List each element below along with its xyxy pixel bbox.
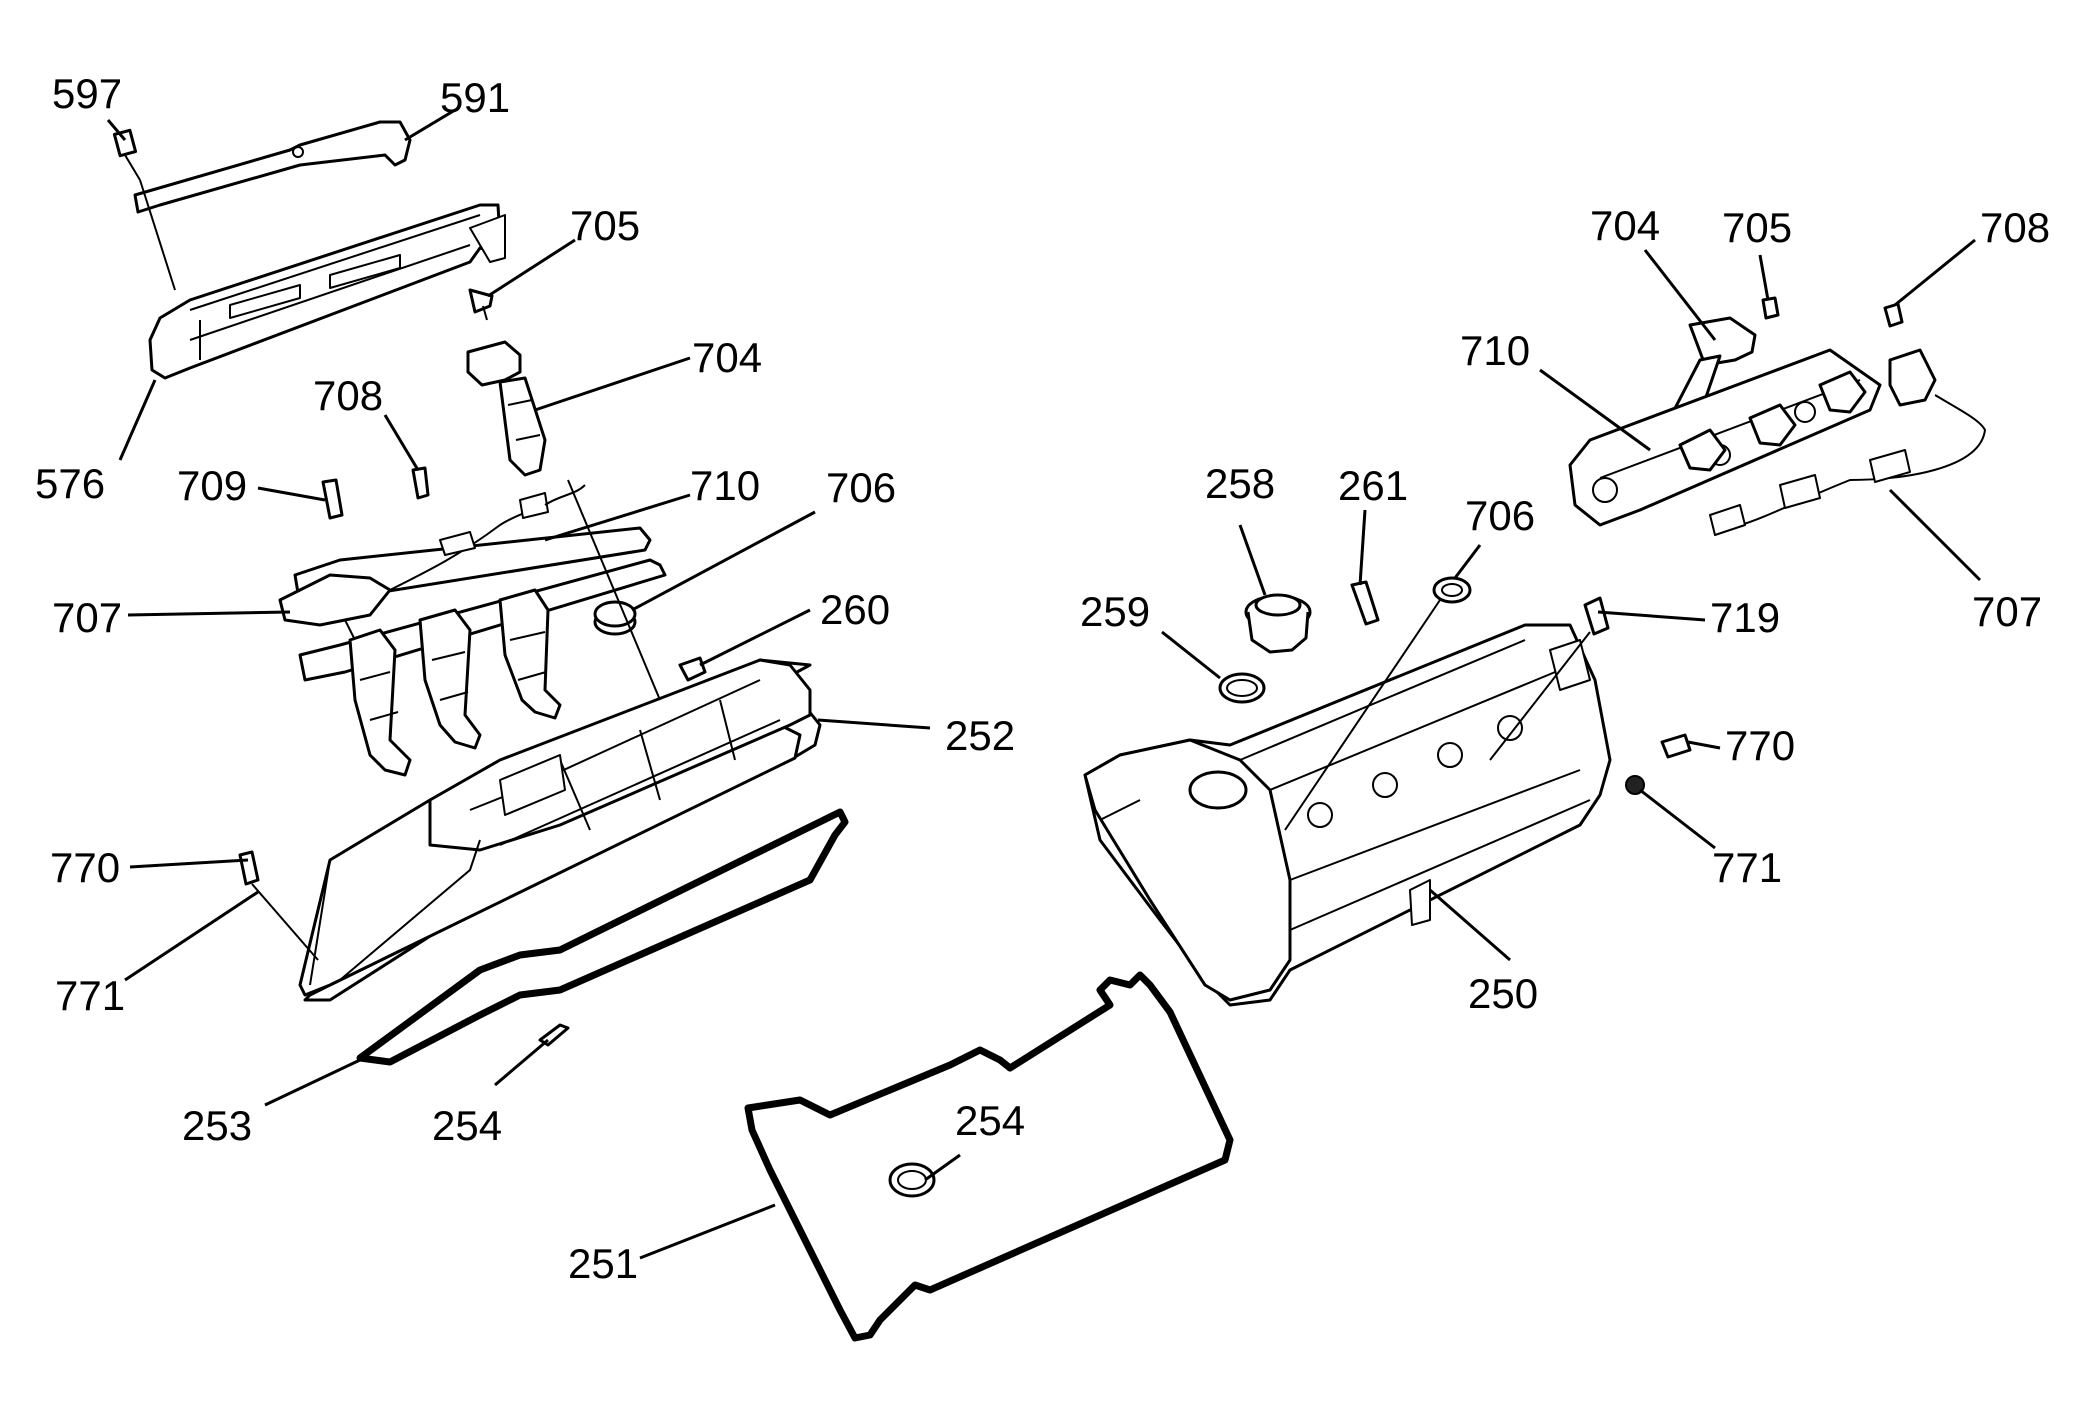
callout-707-left: 707 <box>52 594 122 641</box>
callout-705-right: 705 <box>1722 204 1792 251</box>
part-770-bolt-right <box>1660 733 1692 759</box>
callout-251: 251 <box>568 1240 638 1287</box>
part-591-bracket <box>133 120 412 214</box>
callout-710-left: 710 <box>690 462 760 509</box>
callout-705-left: 705 <box>570 202 640 249</box>
part-253-gasket-left <box>356 808 849 1066</box>
leader-lines <box>106 108 1982 1260</box>
part-252-valve-cover-left <box>298 658 822 1002</box>
callout-260: 260 <box>820 586 890 633</box>
callout-770-right: 770 <box>1725 722 1795 769</box>
part-705-bolt-right <box>1761 296 1780 320</box>
callout-259: 259 <box>1080 588 1150 635</box>
part-708-bolt-right <box>1883 302 1904 328</box>
part-597-bolt <box>112 128 141 181</box>
callout-771-left: 771 <box>55 972 125 1019</box>
callout-704-left: 704 <box>692 334 762 381</box>
callout-253: 253 <box>182 1102 252 1149</box>
part-704-coil-left <box>466 340 547 477</box>
part-576-cover <box>148 203 506 380</box>
part-706-seal-right <box>1432 576 1472 604</box>
callout-591: 591 <box>440 74 510 121</box>
callout-708-left: 708 <box>313 372 383 419</box>
part-706-seal-left <box>593 600 637 636</box>
callout-597: 597 <box>52 70 122 117</box>
part-261-pcv-valve <box>1350 580 1380 626</box>
callout-250: 250 <box>1468 970 1538 1017</box>
part-259-o-ring <box>1218 672 1266 704</box>
callout-704-right: 704 <box>1590 202 1660 249</box>
part-708-bolt-left <box>411 466 430 500</box>
part-771-washer-left <box>251 883 319 961</box>
callout-258: 258 <box>1205 460 1275 507</box>
part-260-fitting <box>678 656 707 682</box>
callout-576: 576 <box>35 460 105 507</box>
part-770-bolt-left <box>238 850 260 886</box>
callout-706-left: 706 <box>826 464 896 511</box>
part-250-valve-cover-right <box>1083 623 1612 1007</box>
callout-252: 252 <box>945 712 1015 759</box>
callout-254-left: 254 <box>432 1102 502 1149</box>
callout-710-right: 710 <box>1460 327 1530 374</box>
part-709-stud <box>321 478 344 520</box>
callout-707-right: 707 <box>1972 588 2042 635</box>
part-707-harness-left <box>278 484 586 627</box>
callout-719: 719 <box>1710 594 1780 641</box>
part-705-bolt-left <box>468 288 494 321</box>
callout-708-right: 708 <box>1980 204 2050 251</box>
part-251-gasket-right <box>744 971 1234 1342</box>
part-719-sensor <box>1583 596 1610 636</box>
part-771-washer-right <box>1625 775 1645 795</box>
part-704-coil-stack-left <box>348 588 562 777</box>
part-258-oil-cap <box>1244 593 1312 654</box>
callout-254-right: 254 <box>955 1097 1025 1144</box>
callout-labels: 597 591 705 704 708 576 709 710 706 707 … <box>35 70 2050 1287</box>
callout-709: 709 <box>177 462 247 509</box>
part-707-harness-right <box>1709 348 1987 536</box>
callout-771-right: 771 <box>1712 844 1782 891</box>
callout-261: 261 <box>1338 462 1408 509</box>
callout-706-right: 706 <box>1465 492 1535 539</box>
callout-770-left: 770 <box>50 844 120 891</box>
part-710-coil-rail-right <box>1568 348 1882 527</box>
